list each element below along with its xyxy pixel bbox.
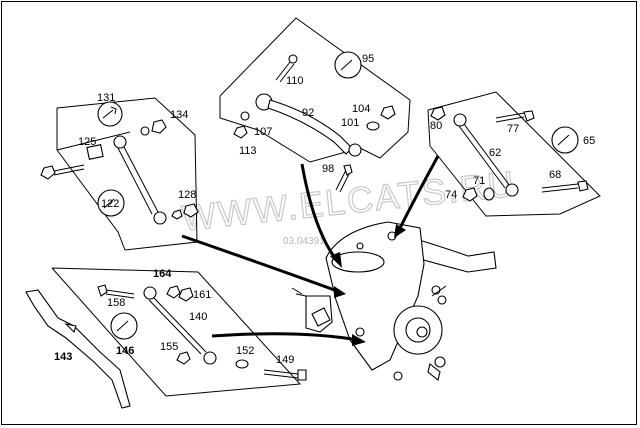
- nut-104: [380, 105, 396, 120]
- panel-lower-left: 164 158 161 140 146 155 152 149 143: [25, 267, 307, 409]
- nut-161: [178, 287, 194, 302]
- nut-164: [166, 285, 181, 299]
- bolt-158: [97, 284, 135, 299]
- label-128: 128: [178, 189, 196, 201]
- washer-152: [235, 359, 249, 369]
- shield-143: [25, 289, 131, 409]
- washer-107: [240, 111, 250, 121]
- label-62: 62: [489, 147, 501, 159]
- label-104: 104: [352, 103, 370, 115]
- bolt-149: [263, 369, 307, 381]
- washer-101: [366, 121, 380, 131]
- label-140: 140: [189, 311, 207, 323]
- label-65: 65: [583, 135, 595, 147]
- figure-code: 03.04391: [283, 236, 325, 247]
- nut-155: [176, 351, 191, 365]
- panel-upper-left: 131 134 125 122 128: [40, 92, 199, 251]
- washer-128: [171, 209, 183, 220]
- wrench-circle-icon: [334, 51, 362, 79]
- panel-right: 80 77 65 62 71 74 68: [427, 91, 601, 217]
- pointer-arrows: [181, 155, 440, 346]
- label-98: 98: [322, 163, 334, 175]
- wrench-circle-icon: [97, 189, 125, 217]
- wrench-circle-icon: [110, 312, 138, 340]
- link-rod: [113, 135, 167, 225]
- bolt-125: [40, 144, 104, 180]
- link-62: [453, 113, 519, 197]
- label-95: 95: [362, 53, 374, 65]
- nut-80: [430, 106, 446, 121]
- nut-113: [233, 125, 248, 139]
- label-155: 155: [160, 341, 178, 353]
- washer-71: [483, 187, 495, 201]
- bolt-110: [275, 54, 298, 83]
- label-92: 92: [302, 107, 314, 119]
- label-125: 125: [78, 136, 96, 148]
- label-146: 146: [116, 345, 134, 357]
- nut-74: [462, 187, 478, 202]
- label-77: 77: [507, 123, 519, 135]
- label-131: 131: [97, 92, 115, 104]
- label-80: 80: [430, 120, 442, 132]
- label-143: 143: [54, 351, 72, 363]
- label-110: 110: [286, 75, 304, 87]
- panel-top-center: 110 95 92 104 101 107 113 98: [219, 17, 411, 193]
- label-122: 122: [101, 198, 119, 210]
- link-140: [143, 286, 217, 365]
- label-161: 161: [193, 289, 211, 301]
- label-101: 101: [341, 117, 359, 129]
- label-71: 71: [473, 175, 485, 187]
- label-74: 74: [445, 189, 457, 201]
- label-164: 164: [153, 268, 172, 280]
- wrench-circle-icon: [97, 101, 123, 127]
- label-152: 152: [236, 345, 254, 357]
- control-arm-92: [255, 93, 362, 157]
- nut-134: [140, 119, 167, 136]
- shield-tab: [64, 323, 77, 334]
- label-158: 158: [107, 297, 125, 309]
- bolt-68: [541, 180, 589, 193]
- label-149: 149: [276, 354, 294, 366]
- label-68: 68: [549, 169, 561, 181]
- label-107: 107: [254, 126, 272, 138]
- bolt-98: [335, 164, 353, 193]
- bolt-77: [495, 110, 535, 123]
- nut-128: [183, 203, 199, 218]
- label-134: 134: [170, 109, 188, 121]
- wrench-circle-icon: [551, 126, 579, 154]
- label-113: 113: [239, 145, 257, 157]
